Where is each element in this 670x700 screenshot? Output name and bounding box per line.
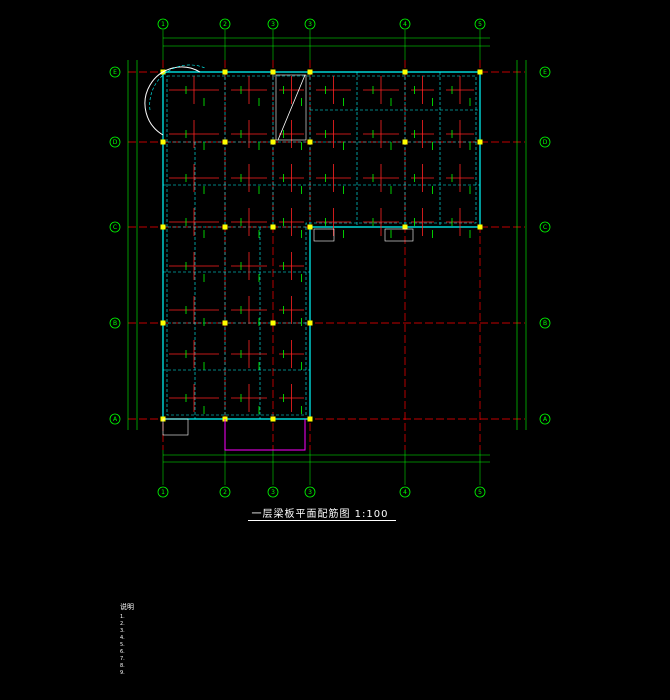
axis-label-row: E bbox=[113, 69, 117, 76]
beam-outlines bbox=[162, 71, 481, 420]
axis-bubble-row bbox=[109, 66, 121, 78]
title-underline bbox=[248, 520, 396, 521]
slab-outline-inner bbox=[166, 75, 477, 416]
axis-bubble-row bbox=[109, 221, 121, 233]
column bbox=[160, 139, 166, 145]
column bbox=[270, 139, 276, 145]
axis-bubble-col bbox=[304, 18, 316, 30]
column bbox=[307, 69, 313, 75]
axis-bubble-col bbox=[399, 18, 411, 30]
stair-box bbox=[275, 74, 307, 141]
axis-label-row: B bbox=[113, 320, 117, 327]
notes-title: 说明 bbox=[120, 603, 134, 611]
column bbox=[270, 416, 276, 422]
column bbox=[222, 224, 228, 230]
axis-bubble-col bbox=[157, 18, 169, 30]
column bbox=[477, 69, 483, 75]
axis-bubble-col bbox=[219, 18, 231, 30]
columns bbox=[160, 69, 483, 422]
column bbox=[160, 320, 166, 326]
axis-bubble-col bbox=[157, 486, 169, 498]
column bbox=[307, 224, 313, 230]
column bbox=[307, 416, 313, 422]
note-line: 9. bbox=[120, 670, 125, 676]
axis-bubble-row bbox=[109, 413, 121, 425]
column bbox=[270, 320, 276, 326]
column bbox=[402, 69, 408, 75]
axis-label-row: D bbox=[113, 139, 118, 146]
round-room-arc bbox=[144, 66, 201, 136]
note-line: 1. bbox=[120, 614, 125, 620]
axis-label-col: 4 bbox=[403, 489, 407, 496]
axis-label-row: A bbox=[543, 416, 548, 423]
axis-label-col: 1 bbox=[161, 489, 165, 496]
door-opening bbox=[313, 228, 335, 242]
column bbox=[270, 224, 276, 230]
column bbox=[222, 139, 228, 145]
axis-bubble-col bbox=[219, 486, 231, 498]
axis-label-row: C bbox=[543, 224, 547, 231]
axis-label-row: D bbox=[543, 139, 548, 146]
design-notes: 说明 1. 2. 3. 4. 5. 6. 7. 8. 9. bbox=[120, 604, 134, 677]
drawing-title: 一层梁板平面配筋图 1:100 bbox=[251, 509, 389, 520]
axis-label-col: 5 bbox=[478, 489, 482, 496]
note-line: 8. bbox=[120, 663, 125, 669]
slab-outline-outer bbox=[162, 71, 481, 420]
note-line: 6. bbox=[120, 649, 125, 655]
column bbox=[402, 139, 408, 145]
axis-lines bbox=[128, 60, 525, 450]
axis-bubble-col bbox=[399, 486, 411, 498]
axis-bubble-row bbox=[109, 136, 121, 148]
axis-label-col: 3 bbox=[271, 21, 275, 28]
balcony-outline bbox=[224, 419, 306, 451]
stair-diagonal bbox=[277, 74, 306, 141]
axis-bubble-row bbox=[539, 221, 551, 233]
axis-label-col: 4 bbox=[403, 21, 407, 28]
axis-label-row: B bbox=[543, 320, 547, 327]
axis-bubble-row bbox=[539, 413, 551, 425]
column bbox=[477, 139, 483, 145]
stairs-and-balcony bbox=[144, 64, 414, 451]
column bbox=[307, 320, 313, 326]
door-opening bbox=[384, 228, 414, 242]
axis-label-row: C bbox=[113, 224, 117, 231]
axis-bubble-col bbox=[474, 18, 486, 30]
column bbox=[222, 69, 228, 75]
axis-label-col: 3 bbox=[271, 489, 275, 496]
axis-label-col: 5 bbox=[478, 21, 482, 28]
column bbox=[160, 224, 166, 230]
axis-bubble-col bbox=[304, 486, 316, 498]
column bbox=[270, 69, 276, 75]
axis-bubble-col bbox=[267, 486, 279, 498]
note-line: 4. bbox=[120, 635, 125, 641]
axis-label-col: 2 bbox=[223, 489, 227, 496]
axis-label-row: A bbox=[113, 416, 118, 423]
note-line: 3. bbox=[120, 628, 125, 634]
axis-label-col: 2 bbox=[223, 21, 227, 28]
axis-label-col: 3 bbox=[308, 21, 312, 28]
note-line: 7. bbox=[120, 656, 125, 662]
axis-bubble-col bbox=[267, 18, 279, 30]
axis-bubble-row bbox=[539, 136, 551, 148]
axis-bubble-col bbox=[474, 486, 486, 498]
axis-label-row: E bbox=[543, 69, 547, 76]
column bbox=[307, 139, 313, 145]
note-line: 5. bbox=[120, 642, 125, 648]
entry-step bbox=[162, 418, 189, 436]
axis-label-col: 3 bbox=[308, 489, 312, 496]
dimension-lines bbox=[127, 30, 527, 485]
round-room-beam bbox=[149, 64, 206, 111]
note-line: 2. bbox=[120, 621, 125, 627]
axis-bubble-row bbox=[539, 317, 551, 329]
axis-bubble-row bbox=[539, 66, 551, 78]
axis-label-col: 1 bbox=[161, 21, 165, 28]
column bbox=[222, 320, 228, 326]
axis-bubble-row bbox=[109, 317, 121, 329]
rebar-marks bbox=[169, 76, 474, 414]
column bbox=[477, 224, 483, 230]
column bbox=[402, 224, 408, 230]
